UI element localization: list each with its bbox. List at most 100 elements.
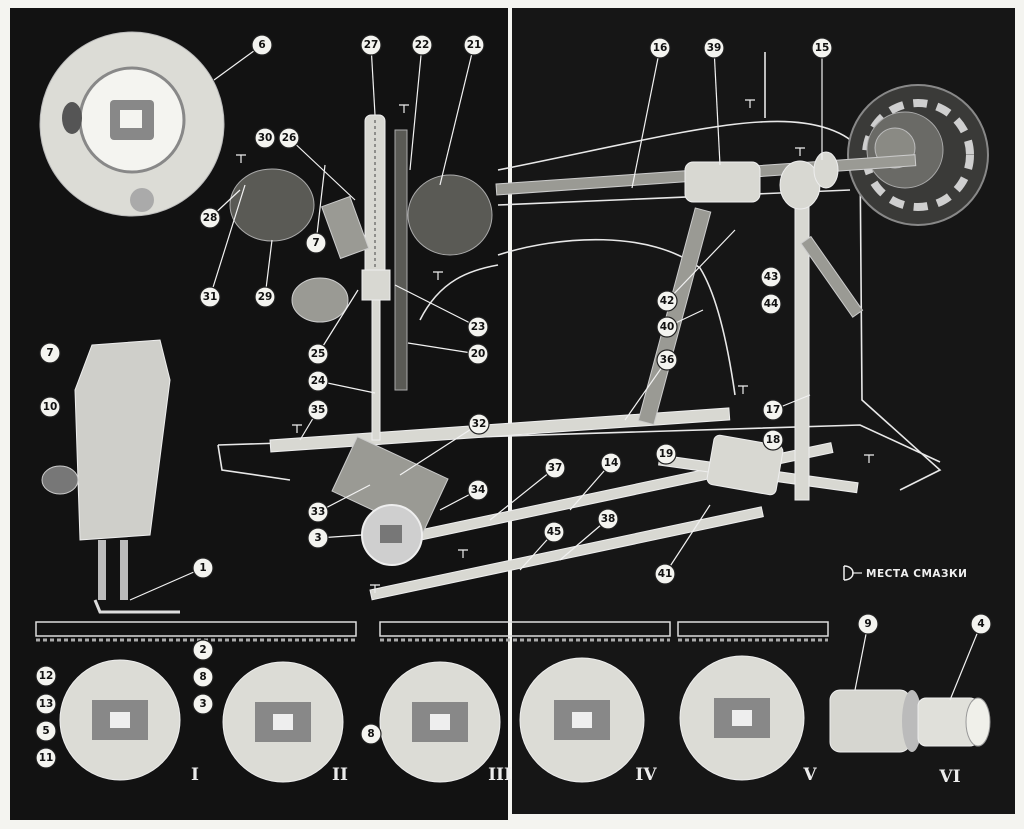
callout-11: 11 bbox=[35, 747, 57, 769]
needle-assembly bbox=[229, 114, 493, 534]
callout-14: 14 bbox=[600, 452, 622, 474]
callout-10: 10 bbox=[39, 396, 61, 418]
callouts: 6 27 22 21 16 39 15 30 26 28 7 31 29 25 … bbox=[35, 34, 992, 769]
stage-label-4: IV bbox=[635, 765, 657, 785]
callout-28: 28 bbox=[199, 207, 221, 229]
svg-text:45: 45 bbox=[547, 526, 562, 538]
stage-hooks bbox=[59, 655, 991, 783]
bobbin-case-main bbox=[361, 504, 423, 566]
svg-text:23: 23 bbox=[471, 321, 486, 333]
svg-text:19: 19 bbox=[659, 448, 674, 460]
hook-stage-2 bbox=[222, 661, 344, 783]
svg-text:36: 36 bbox=[660, 354, 675, 366]
svg-text:32: 32 bbox=[472, 418, 487, 430]
stage-labels: I II III IV V VI bbox=[191, 765, 961, 787]
callout-25: 25 bbox=[307, 343, 329, 365]
svg-text:7: 7 bbox=[312, 237, 319, 249]
callout-17: 17 bbox=[762, 399, 784, 421]
legend-label: МЕСТА СМАЗКИ bbox=[866, 568, 967, 580]
svg-text:37: 37 bbox=[548, 462, 563, 474]
svg-text:3: 3 bbox=[314, 532, 321, 544]
callout-7-b: 7 bbox=[39, 342, 61, 364]
svg-text:18: 18 bbox=[766, 434, 781, 446]
svg-text:13: 13 bbox=[39, 698, 54, 710]
callout-1: 1 bbox=[192, 557, 214, 579]
callout-3-b: 3 bbox=[192, 693, 214, 715]
callout-32: 32 bbox=[468, 413, 490, 435]
callout-27: 27 bbox=[360, 34, 382, 56]
callout-43: 43 bbox=[760, 266, 782, 288]
callout-19: 19 bbox=[655, 443, 677, 465]
handwheel bbox=[847, 84, 989, 226]
svg-text:30: 30 bbox=[258, 132, 273, 144]
callout-34: 34 bbox=[467, 479, 489, 501]
svg-text:27: 27 bbox=[364, 39, 379, 51]
svg-text:9: 9 bbox=[864, 618, 871, 630]
hook-stage-3 bbox=[379, 661, 501, 783]
svg-text:3: 3 bbox=[199, 698, 206, 710]
hook-stage-5 bbox=[679, 655, 805, 781]
svg-text:41: 41 bbox=[658, 568, 673, 580]
svg-text:39: 39 bbox=[707, 42, 722, 54]
callout-23: 23 bbox=[467, 316, 489, 338]
svg-text:21: 21 bbox=[467, 39, 482, 51]
callout-30: 30 bbox=[254, 127, 276, 149]
svg-text:22: 22 bbox=[415, 39, 430, 51]
svg-text:10: 10 bbox=[43, 401, 58, 413]
callout-16: 16 bbox=[649, 37, 671, 59]
callout-9: 9 bbox=[857, 613, 879, 635]
hook-stage-4 bbox=[519, 657, 645, 783]
legend: МЕСТА СМАЗКИ bbox=[843, 565, 967, 581]
callout-41: 41 bbox=[654, 563, 676, 585]
leader-lines bbox=[129, 44, 982, 701]
callout-8-a: 8 bbox=[192, 666, 214, 688]
callout-4: 4 bbox=[970, 613, 992, 635]
bobbin-stage-6 bbox=[829, 689, 991, 753]
callout-6: 6 bbox=[251, 34, 273, 56]
svg-text:4: 4 bbox=[977, 618, 984, 630]
svg-text:1: 1 bbox=[199, 562, 206, 574]
svg-text:34: 34 bbox=[471, 484, 486, 496]
callout-26: 26 bbox=[278, 127, 300, 149]
stage-label-1: I bbox=[191, 765, 199, 785]
callout-24: 24 bbox=[307, 370, 329, 392]
callout-12: 12 bbox=[35, 665, 57, 687]
callout-2: 2 bbox=[192, 639, 214, 661]
svg-text:8: 8 bbox=[367, 728, 374, 740]
callout-42: 42 bbox=[656, 290, 678, 312]
shuttle-inset bbox=[39, 31, 225, 217]
stage-label-3: III bbox=[488, 765, 512, 785]
callout-20: 20 bbox=[467, 343, 489, 365]
callout-38: 38 bbox=[597, 508, 619, 530]
callout-3: 3 bbox=[307, 527, 329, 549]
svg-text:2: 2 bbox=[199, 644, 206, 656]
fabric-strip bbox=[35, 621, 829, 642]
svg-text:11: 11 bbox=[39, 752, 54, 764]
svg-text:8: 8 bbox=[199, 671, 206, 683]
svg-text:29: 29 bbox=[258, 291, 273, 303]
callout-40: 40 bbox=[656, 316, 678, 338]
callout-7: 7 bbox=[305, 232, 327, 254]
head-side-view bbox=[41, 339, 180, 614]
svg-text:31: 31 bbox=[203, 291, 218, 303]
svg-text:14: 14 bbox=[604, 457, 619, 469]
svg-text:6: 6 bbox=[258, 39, 265, 51]
callout-39: 39 bbox=[703, 37, 725, 59]
callout-35: 35 bbox=[307, 399, 329, 421]
svg-text:35: 35 bbox=[311, 404, 326, 416]
callout-22: 22 bbox=[411, 34, 433, 56]
callout-5: 5 bbox=[35, 720, 57, 742]
svg-text:25: 25 bbox=[311, 348, 326, 360]
svg-text:24: 24 bbox=[311, 375, 326, 387]
shafts bbox=[269, 151, 917, 601]
callout-29: 29 bbox=[254, 286, 276, 308]
svg-text:44: 44 bbox=[764, 298, 779, 310]
callout-13: 13 bbox=[35, 693, 57, 715]
svg-text:33: 33 bbox=[311, 506, 326, 518]
stage-label-2: II bbox=[332, 765, 348, 785]
svg-text:5: 5 bbox=[42, 725, 49, 737]
hook-stage-1 bbox=[59, 659, 181, 781]
svg-text:17: 17 bbox=[766, 404, 781, 416]
svg-text:16: 16 bbox=[653, 42, 668, 54]
